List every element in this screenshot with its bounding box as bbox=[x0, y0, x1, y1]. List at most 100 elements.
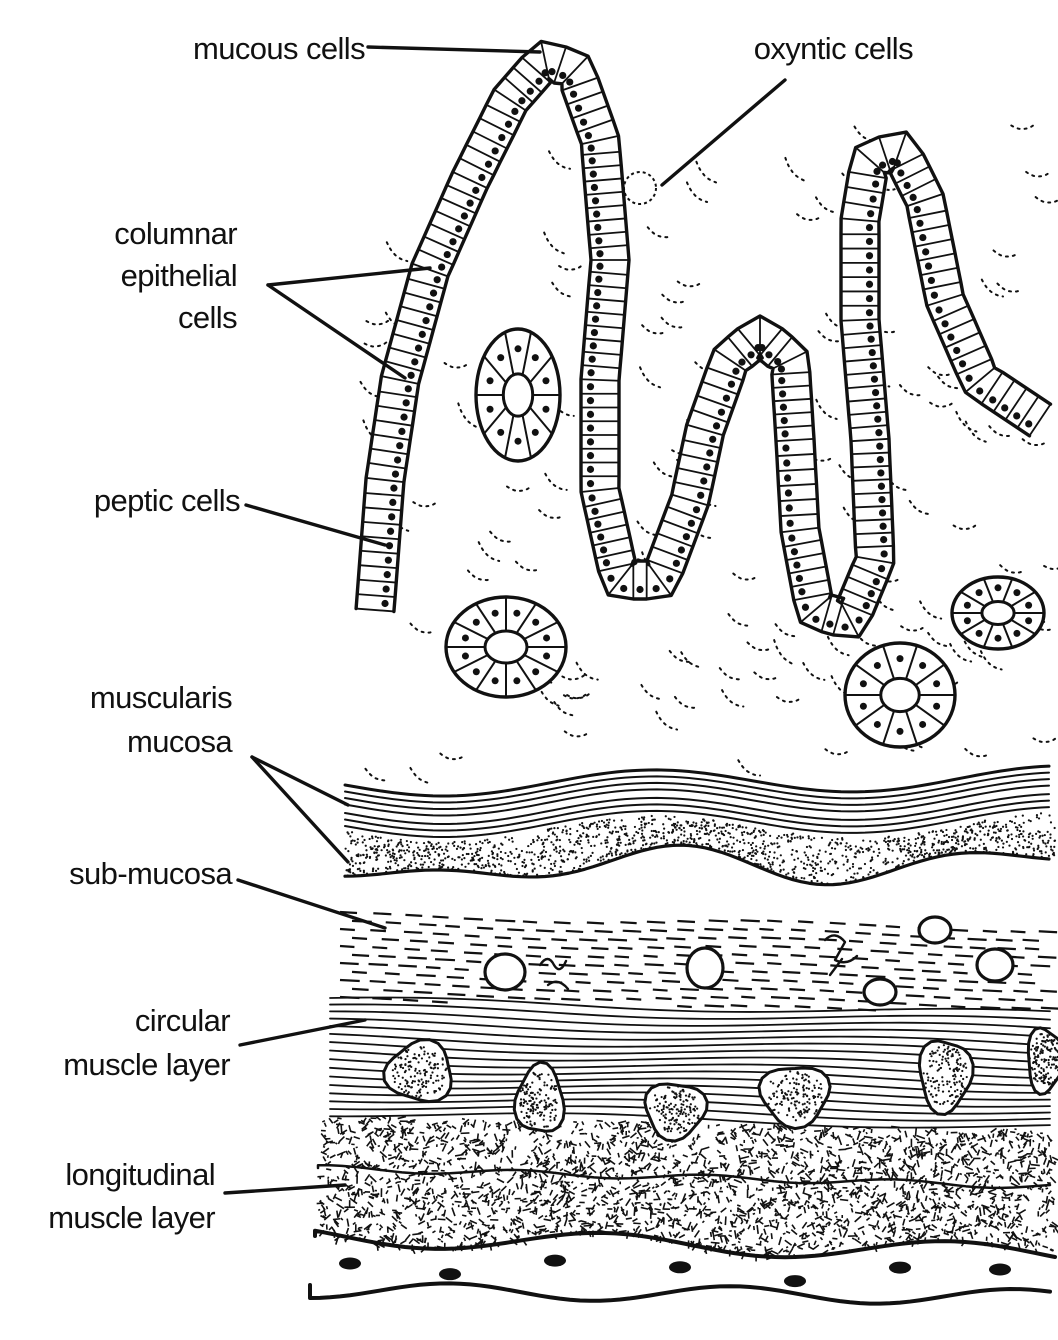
granule-dot bbox=[574, 851, 576, 853]
sub-mucosa-fiber bbox=[830, 923, 846, 924]
longitudinal-fiber bbox=[965, 1174, 969, 1178]
stipple-dot bbox=[526, 1091, 528, 1093]
granule-dot bbox=[1049, 837, 1051, 839]
stipple-dot bbox=[964, 1063, 966, 1065]
longitudinal-fiber bbox=[665, 1156, 667, 1159]
longitudinal-fiber bbox=[935, 1162, 936, 1164]
granule-dot bbox=[948, 836, 950, 838]
stipple-dot bbox=[787, 1099, 789, 1101]
stipple-dot bbox=[803, 1084, 805, 1086]
longitudinal-fiber bbox=[1012, 1217, 1014, 1222]
stipple-dot bbox=[1041, 1059, 1043, 1061]
granule-dot bbox=[590, 855, 592, 857]
longitudinal-fiber bbox=[837, 1224, 840, 1227]
sub-mucosa-fiber bbox=[741, 997, 755, 998]
granule-dot bbox=[614, 826, 616, 828]
longitudinal-fiber bbox=[925, 1130, 929, 1133]
longitudinal-fiber bbox=[757, 1225, 758, 1234]
granule-dot bbox=[836, 838, 838, 840]
sub-mucosa-fiber bbox=[680, 989, 699, 990]
longitudinal-fiber bbox=[909, 1237, 911, 1240]
longitudinal-fiber bbox=[771, 1204, 773, 1206]
longitudinal-fiber bbox=[724, 1246, 726, 1250]
granule-dot bbox=[581, 852, 583, 854]
stipple-dot bbox=[814, 1087, 816, 1089]
longitudinal-fiber bbox=[626, 1122, 630, 1123]
longitudinal-fiber bbox=[607, 1157, 611, 1159]
granule-dot bbox=[677, 821, 679, 823]
stipple-dot bbox=[394, 1077, 396, 1079]
longitudinal-fiber bbox=[935, 1129, 936, 1133]
granule-dot bbox=[680, 824, 682, 826]
longitudinal-fiber bbox=[900, 1135, 901, 1142]
longitudinal-fiber bbox=[887, 1203, 895, 1207]
longitudinal-fiber bbox=[752, 1140, 754, 1144]
longitudinal-fiber bbox=[593, 1197, 596, 1202]
sub-mucosa-fiber bbox=[455, 969, 469, 970]
granule-dot bbox=[850, 881, 852, 883]
longitudinal-fiber bbox=[566, 1198, 567, 1200]
longitudinal-fiber bbox=[547, 1140, 551, 1144]
granule-dot bbox=[951, 839, 953, 841]
granule-dot bbox=[806, 864, 808, 866]
stipple-dot bbox=[404, 1085, 406, 1087]
longitudinal-fiber bbox=[569, 1191, 575, 1194]
granule-dot bbox=[808, 874, 810, 876]
granule-dot bbox=[431, 843, 433, 845]
stipple-dot bbox=[675, 1096, 677, 1098]
granule-dot bbox=[385, 854, 387, 856]
stipple-dot bbox=[931, 1085, 933, 1087]
granule-dot bbox=[634, 826, 636, 828]
granule-dot bbox=[767, 858, 769, 860]
granule-dot bbox=[739, 850, 741, 852]
longitudinal-fiber bbox=[551, 1207, 552, 1213]
stipple-dot bbox=[411, 1082, 413, 1084]
granule-dot bbox=[548, 859, 550, 861]
granule-dot bbox=[943, 854, 945, 856]
longitudinal-fiber bbox=[672, 1145, 677, 1147]
stipple-dot bbox=[665, 1117, 667, 1119]
stipple-dot bbox=[675, 1094, 677, 1096]
stipple-dot bbox=[670, 1130, 672, 1132]
longitudinal-fiber bbox=[523, 1199, 526, 1200]
granule-dot bbox=[486, 839, 488, 841]
longitudinal-fiber bbox=[707, 1192, 710, 1195]
stipple-dot bbox=[405, 1050, 407, 1052]
longitudinal-fiber bbox=[451, 1138, 454, 1141]
longitudinal-fiber bbox=[954, 1164, 958, 1166]
longitudinal-fiber bbox=[397, 1165, 398, 1169]
granule-dot bbox=[576, 840, 578, 842]
stipple-dot bbox=[948, 1064, 950, 1066]
longitudinal-fiber bbox=[598, 1185, 601, 1186]
longitudinal-fiber bbox=[917, 1142, 925, 1143]
stipple-dot bbox=[944, 1049, 946, 1051]
longitudinal-fiber bbox=[464, 1238, 466, 1241]
longitudinal-fiber bbox=[1037, 1134, 1042, 1138]
stipple-dot bbox=[668, 1104, 670, 1106]
stipple-dot bbox=[663, 1115, 665, 1117]
granule-dot bbox=[347, 850, 349, 852]
longitudinal-fiber bbox=[563, 1204, 565, 1207]
granule-dot bbox=[773, 857, 775, 859]
stipple-dot bbox=[803, 1089, 805, 1091]
longitudinal-fiber bbox=[1016, 1137, 1019, 1141]
sub-mucosa-fiber bbox=[955, 955, 973, 956]
longitudinal-fiber bbox=[600, 1124, 603, 1129]
longitudinal-fiber bbox=[338, 1209, 341, 1217]
granule-dot bbox=[606, 853, 608, 855]
circular-muscle-layer-drawing bbox=[330, 997, 1058, 1141]
granule-dot bbox=[562, 829, 564, 831]
longitudinal-fiber bbox=[607, 1149, 611, 1155]
stipple-dot bbox=[554, 1089, 556, 1091]
longitudinal-fiber bbox=[432, 1231, 435, 1233]
longitudinal-fiber bbox=[431, 1219, 437, 1220]
longitudinal-fiber bbox=[432, 1189, 433, 1194]
granule-dot bbox=[504, 836, 506, 838]
stipple-dot bbox=[1052, 1081, 1054, 1083]
longitudinal-fiber bbox=[847, 1167, 849, 1168]
stipple-dot bbox=[669, 1123, 671, 1125]
stipple-dot bbox=[415, 1068, 417, 1070]
longitudinal-fiber bbox=[784, 1148, 786, 1152]
sub-mucosa-fiber bbox=[615, 956, 629, 957]
granule-dot bbox=[656, 835, 658, 837]
